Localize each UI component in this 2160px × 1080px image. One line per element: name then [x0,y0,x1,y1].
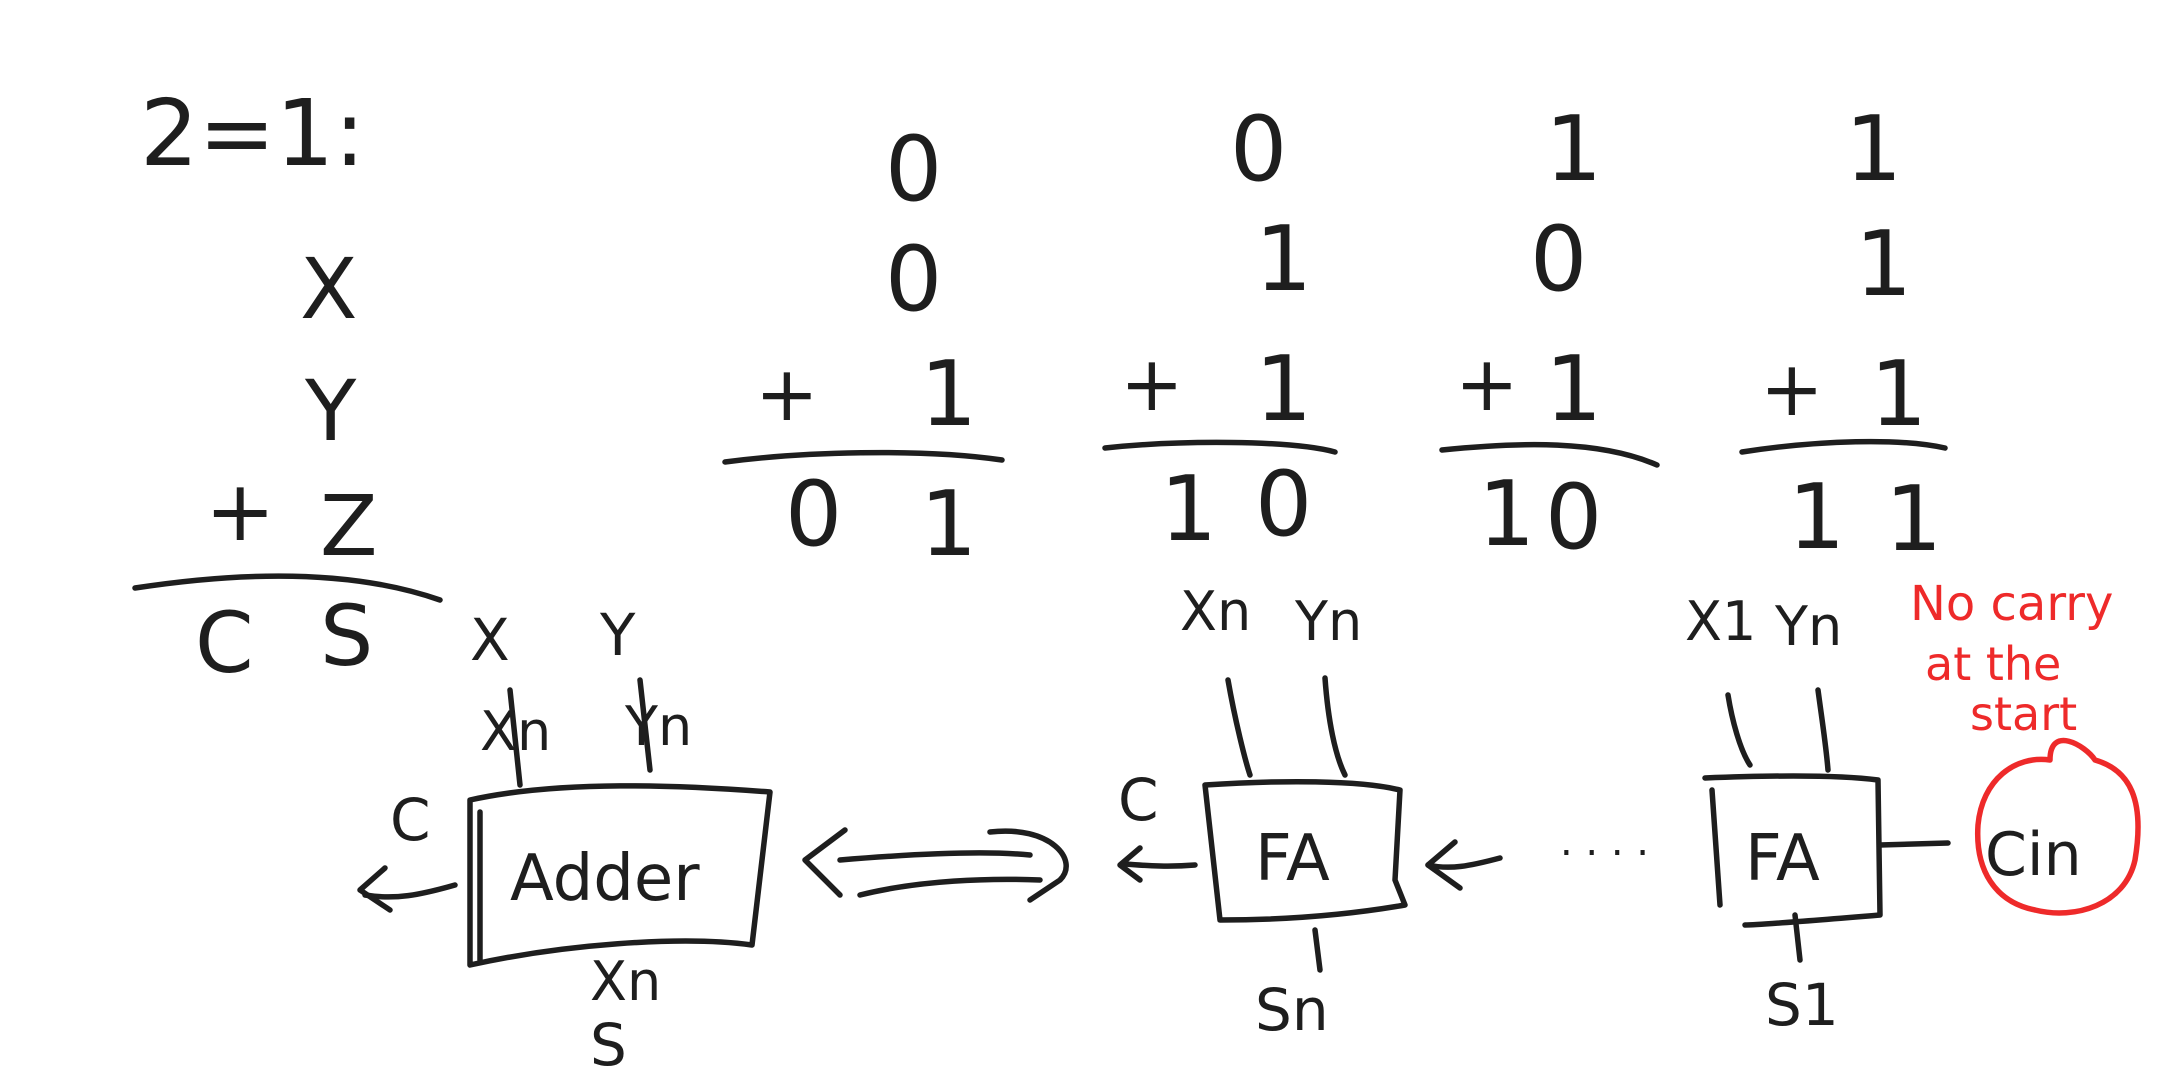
addition-3-plus: + [1455,339,1519,428]
addition-4-c: 1 [1788,465,1845,570]
addition-4: 1 1 + 1 1 1 [1739,97,1948,572]
addition-2-line [1102,439,1338,455]
adder-sum-out-alt: Xn [590,950,661,1013]
addition-3: 1 0 + 1 1 0 [1439,97,1660,570]
fa-n-block: Xn Yn FA C Sn [1117,580,1408,1044]
adder-input-y-alt: Yn [624,695,692,758]
equivalence-arrowhead-right [987,828,1069,903]
fa-1-carry-in-wire [1877,840,1951,848]
adder-carry-out: C [390,786,431,854]
adder-carry-arrow [362,882,458,900]
ripple-arrow: . . . . [1425,819,1649,891]
addition-2-z: 1 [1255,337,1312,442]
fa-n-sum-wire [1312,927,1323,973]
example-header: 2=1: [140,80,365,187]
addition-1-c: 0 [785,462,842,567]
adder-block: X Y Xn Yn Adder C Xn S [357,601,773,1079]
example-s: S [320,587,373,685]
adder-input-x: X [470,606,510,674]
annotation-line-2: at the [1925,637,2061,691]
fa-1-input-y: Yn [1774,595,1842,658]
example-c: C [195,594,254,692]
fa-n-carry-arrowhead [1117,845,1143,883]
carry-in-circle [1974,737,2141,916]
addition-2-plus: + [1120,339,1184,428]
adder-input-y: Y [599,601,636,669]
fa-1-block: X1 Yn FA S1 Cin [1685,590,2082,1039]
addition-3-s: 0 [1545,465,1602,570]
ripple-ellipsis: . . . . [1560,819,1649,865]
fa-n-wire-y [1322,675,1348,778]
adder-label: Adder [510,842,700,916]
fa-1-sum-wire [1792,912,1803,963]
adder-box [467,783,773,968]
addition-3-z: 1 [1545,337,1602,442]
example-plus: + [205,462,275,560]
adder-sum-out: S [590,1011,627,1079]
addition-2-s: 0 [1255,452,1312,557]
adder-wire-y [637,677,653,773]
addition-3-y: 0 [1530,207,1587,312]
equivalence-arrow-bottom [857,876,1043,898]
addition-2-y: 1 [1255,207,1312,312]
fa-1-wire-y [1815,687,1831,773]
addition-2-x: 0 [1230,97,1287,202]
addition-4-y: 1 [1855,212,1912,317]
addition-4-line [1739,438,1948,455]
fa-1-input-x: X1 [1685,590,1756,653]
addition-2-c: 1 [1160,457,1217,562]
fa-1-box [1702,773,1883,928]
addition-3-line [1439,441,1660,468]
fa-1-label: FA [1745,822,1820,896]
fa-n-carry-arrow [1122,861,1198,869]
annotation-line-3: start [1970,687,2077,741]
addition-1-y: 0 [885,227,942,332]
example-column: 2=1: X Y + Z C S [132,80,443,692]
addition-4-z: 1 [1870,342,1927,447]
example-y: Y [304,362,357,460]
fa-n-input-y: Yn [1294,590,1362,653]
equivalence-arrowhead-left [802,827,848,898]
adder-wire-x [507,687,523,788]
adder-carry-arrowhead [357,865,393,913]
fa-n-sum-out: Sn [1255,976,1329,1044]
example-z: Z [320,477,378,575]
addition-3-x: 1 [1545,97,1602,202]
fa-n-input-x: Xn [1180,580,1251,643]
addition-1-z: 1 [920,342,977,447]
fa-1-carry-in: Cin [1985,820,2082,890]
example-x: X [300,240,358,338]
equivalence-arrow-top [837,850,1033,863]
fa-n-box [1202,778,1408,923]
addition-3-c: 1 [1478,462,1535,567]
ripple-arrowhead [1425,839,1463,891]
equivalence-arrow [802,827,1069,903]
addition-1-line [722,449,1005,465]
red-annotation: No carry at the start [1910,576,2141,916]
addition-2: 0 1 + 1 1 0 [1102,97,1338,562]
addition-1: 0 0 + 1 0 1 [722,117,1005,577]
annotation-line-1: No carry [1910,576,2113,632]
fa-n-label: FA [1255,822,1330,896]
addition-1-s: 1 [920,472,977,577]
fa-1-box-left-edge [1709,787,1723,908]
fa-n-carry-out: C [1118,766,1159,834]
addition-4-s: 1 [1885,467,1942,572]
addition-4-plus: + [1760,344,1824,433]
example-sum-line [132,573,443,603]
fa-1-wire-x [1725,692,1753,768]
fa-1-sum-out: S1 [1765,971,1839,1039]
addition-4-x: 1 [1845,97,1902,202]
fa-n-wire-x [1225,677,1253,778]
addition-1-plus: + [755,349,819,438]
addition-1-x: 0 [885,117,942,222]
